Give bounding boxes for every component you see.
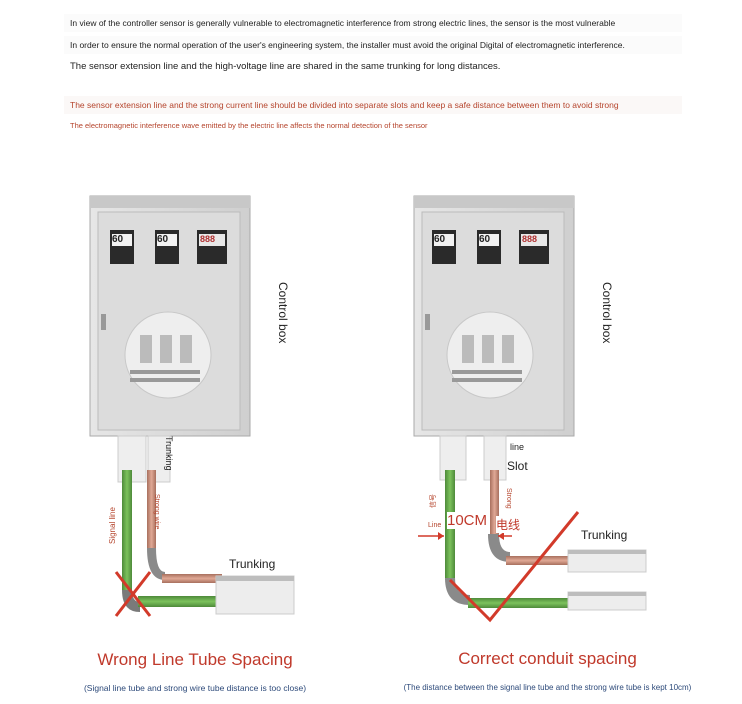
wrong-x-mark <box>114 571 152 617</box>
spacing-dimension <box>418 532 512 540</box>
left-signal-line-label: Signal line <box>108 507 117 544</box>
note-shared-trunking: The sensor extension line and the high-v… <box>70 61 501 72</box>
left-display-3-reading: 888 <box>200 234 216 244</box>
right-signal-line-label: 信号 <box>430 494 437 508</box>
correct-spacing-caption: (The distance between the signal line tu… <box>403 683 692 692</box>
right-display-3-reading: 888 <box>522 234 538 244</box>
wrong-spacing-heading: Wrong Line Tube Spacing <box>97 650 293 669</box>
left-display-1-reading: 60 <box>112 234 124 245</box>
correct-spacing-heading: Correct conduit spacing <box>458 649 637 668</box>
right-slot-top-label: line <box>510 442 525 452</box>
right-line-label: Line <box>428 522 442 529</box>
note-installer: In order to ensure the normal operation … <box>64 36 682 54</box>
right-trunking-label: Trunking <box>581 528 628 542</box>
left-strong-wire-label: Strong wire <box>153 494 160 530</box>
right-slot-label: Slot <box>507 459 528 473</box>
left-trunking-top-label: Trunking <box>164 436 174 471</box>
left-control-box-label: Control box <box>276 282 290 344</box>
left-trunking-bottom-label: Trunking <box>229 557 276 571</box>
right-strong-cn-label: 电线 <box>496 516 521 533</box>
note-interference: In view of the controller sensor is gene… <box>64 14 682 32</box>
right-strong-wire-label: Strong <box>505 488 512 509</box>
left-pipes <box>117 435 295 615</box>
right-control-box-label: Control box <box>600 282 614 344</box>
note-emi-wave: The electromagnetic interference wave em… <box>70 121 428 130</box>
correct-check-mark <box>448 511 580 623</box>
wrong-spacing-caption: (Signal line tube and strong wire tube d… <box>83 683 307 693</box>
right-control-cabinet <box>413 195 575 437</box>
left-display-2-reading: 60 <box>157 234 169 245</box>
right-pipes <box>439 435 647 611</box>
left-control-cabinet <box>89 195 251 437</box>
right-spacing-label: 10CM <box>447 512 488 529</box>
right-display-2-reading: 60 <box>479 234 491 245</box>
note-separate-slots: The sensor extension line and the strong… <box>64 96 682 114</box>
right-display-1-reading: 60 <box>434 234 446 245</box>
